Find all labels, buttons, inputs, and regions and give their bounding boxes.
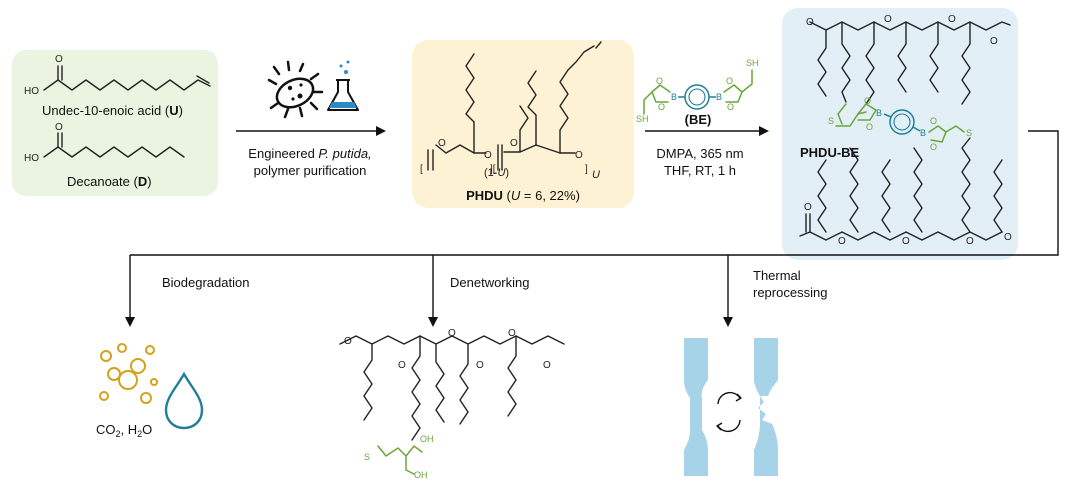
dogbone-specimen-right xyxy=(754,338,778,476)
denetworked-polymer-structure: O O O O O O S OH OH xyxy=(339,328,565,480)
phdu-bracket-mid: ][ xyxy=(490,164,496,175)
top-backbone-o1: O xyxy=(884,14,892,25)
network-oxygen-2: O xyxy=(866,122,873,132)
be-oxygen-3: O xyxy=(726,76,733,86)
decanoate-ho-atom: HO xyxy=(24,153,39,164)
top-backbone-o2: O xyxy=(948,14,956,25)
phdu-label: PHDU (U = 6, 22%) xyxy=(466,188,580,203)
phdu-bracket-left: [ xyxy=(420,164,423,175)
bottom-backbone-o3: O xyxy=(966,236,974,247)
be-label: (BE) xyxy=(685,112,712,127)
den-carbonyl-o2: O xyxy=(476,360,484,371)
thermal-reprocessing-label-2: reprocessing xyxy=(753,285,827,300)
monomer-panel xyxy=(12,50,218,196)
decanoate-structure: HO O xyxy=(24,122,185,164)
den-ester-o1: O xyxy=(448,328,456,339)
be-thiol-left: SH xyxy=(636,114,649,124)
network-structure: O O O O S O O B B O O S xyxy=(799,14,1012,247)
phdu-ester-o1: O xyxy=(484,150,492,161)
bottom-backbone-o-end: O xyxy=(1004,232,1012,243)
phdu-subscript-fraction: (1-U) xyxy=(484,167,509,179)
denetworking-label: Denetworking xyxy=(450,275,530,290)
co2-h2o-label: CO2, H2O xyxy=(96,422,152,439)
phdu-subscript-u: U xyxy=(592,169,600,181)
undecenoic-acid-structure: HO O xyxy=(24,54,211,97)
dogbone-specimen-left xyxy=(684,338,708,476)
undecenoic-acid-label: Undec-10-enoic acid (U) xyxy=(42,103,183,118)
den-hydroxyl-2: OH xyxy=(414,470,428,480)
den-hydroxyl-1: OH xyxy=(420,434,434,444)
network-oxygen-3: O xyxy=(930,116,937,126)
top-backbone-o-end: O xyxy=(806,17,814,28)
den-carbonyl-o1: O xyxy=(398,360,406,371)
top-backbone-o3: O xyxy=(990,36,998,47)
step1-conditions-line1: Engineered P. putida, xyxy=(248,146,371,161)
phdu-panel xyxy=(412,40,634,208)
be-boron-left: B xyxy=(671,92,677,102)
bottom-backbone-o2: O xyxy=(902,236,910,247)
co2-bubbles-icon xyxy=(99,343,158,404)
step2-conditions-line2: THF, RT, 1 h xyxy=(664,163,736,178)
decanoate-o-atom: O xyxy=(55,122,63,133)
den-carbonyl-o3: O xyxy=(543,360,551,371)
den-ester-o2: O xyxy=(508,328,516,339)
network-sulfur-1: S xyxy=(828,116,834,126)
phdu-carbonyl-o1: O xyxy=(438,138,446,149)
network-boron-2: B xyxy=(920,128,926,138)
network-sulfur-2: S xyxy=(966,128,972,138)
phdu-bracket-right: ] xyxy=(585,164,588,175)
bottom-backbone-o1: O xyxy=(838,236,846,247)
biodegradation-label: Biodegradation xyxy=(162,275,249,290)
step2-conditions-line1: DMPA, 365 nm xyxy=(656,146,743,161)
be-crosslinker-structure: B B O O SH O O SH xyxy=(636,58,759,124)
den-o-end: O xyxy=(344,336,352,347)
branch-connector xyxy=(130,130,1059,256)
acid-ho-atom: HO xyxy=(24,86,39,97)
network-boron-1: B xyxy=(876,108,882,118)
network-oxygen-1: O xyxy=(864,96,871,106)
recycle-arrows-icon xyxy=(716,391,742,433)
den-sulfur: S xyxy=(364,452,370,462)
step1-conditions-line2: polymer purification xyxy=(254,163,367,178)
acid-o-atom: O xyxy=(55,54,63,65)
be-boron-right: B xyxy=(716,92,722,102)
decanoate-label: Decanoate (D) xyxy=(67,174,152,189)
be-oxygen-2: O xyxy=(658,102,665,112)
be-oxygen-4: O xyxy=(727,102,734,112)
be-thiol-right: SH xyxy=(746,58,759,68)
network-label: PHDU-BE xyxy=(800,145,860,160)
be-oxygen-1: O xyxy=(656,76,663,86)
phdu-ester-o2: O xyxy=(575,150,583,161)
bacterium-icon xyxy=(267,60,324,119)
network-oxygen-4: O xyxy=(930,142,937,152)
bottom-backbone-o0: O xyxy=(804,202,812,213)
water-droplet-icon xyxy=(164,371,204,430)
thermal-reprocessing-label-1: Thermal xyxy=(753,268,801,283)
phdu-carbonyl-o2: O xyxy=(510,138,518,149)
flask-icon xyxy=(327,60,359,111)
phdu-structure: O O O O [ ][ ] xyxy=(420,41,602,175)
